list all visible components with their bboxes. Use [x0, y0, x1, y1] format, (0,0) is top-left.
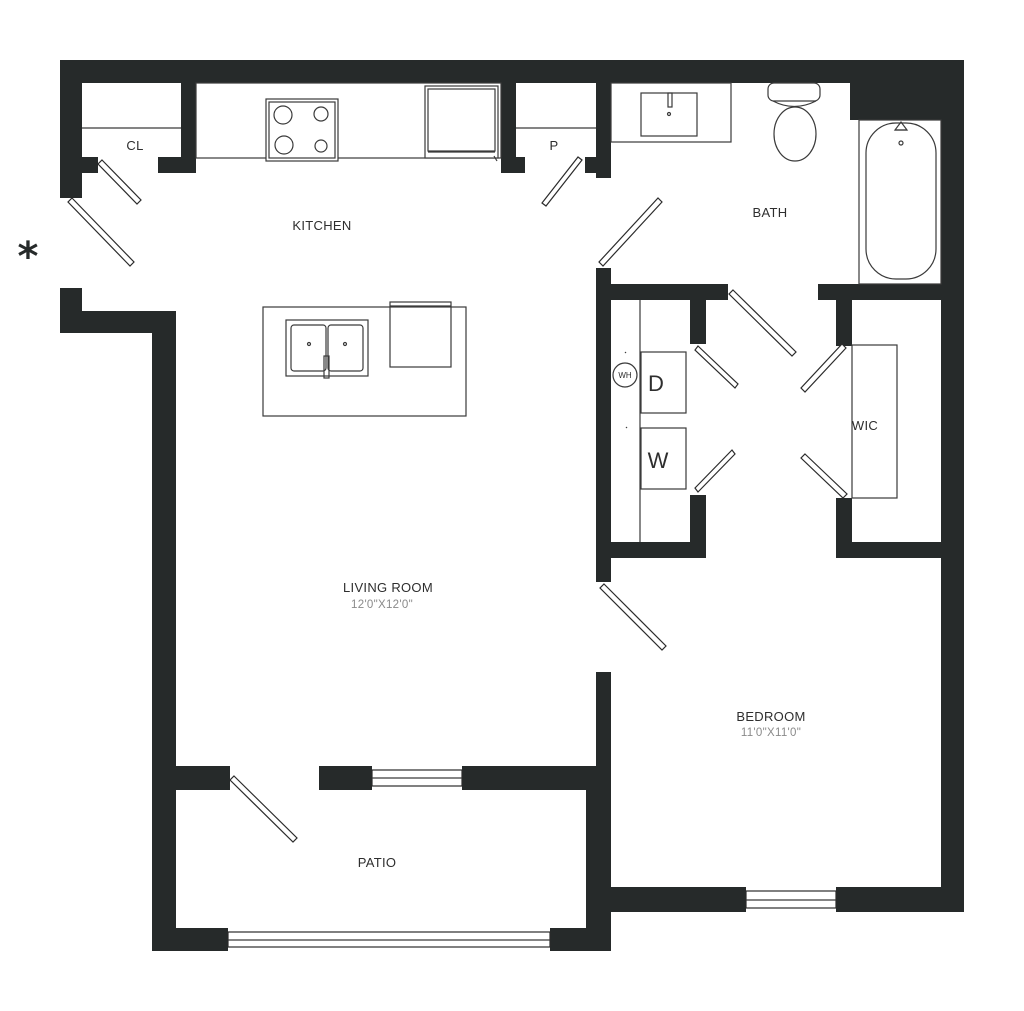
wall-bedroom-bottom-right — [836, 887, 964, 912]
windows — [227, 769, 837, 948]
wall-pantry-left — [501, 60, 516, 173]
bath-label: BATH — [753, 205, 788, 220]
wall-living-west — [152, 311, 176, 951]
wall-left-upper — [60, 60, 82, 198]
wic-label: WIC — [852, 418, 878, 433]
bedroom-label: BEDROOM — [736, 709, 805, 724]
room-labels: CL P KITCHEN BATH WIC LIVING ROOM 12'0"X… — [126, 138, 878, 870]
washer-label: W — [648, 448, 669, 473]
wall-pantry-bottom-left — [501, 157, 525, 173]
vanity-sink-icon — [610, 82, 732, 143]
wall-bath-west — [596, 268, 611, 582]
bathtub-icon — [858, 119, 942, 285]
living-room-dimensions: 12'0"X12'0" — [351, 599, 413, 611]
kitchen-counter — [195, 82, 502, 159]
wall-patio-top-mid — [319, 766, 372, 790]
entry-marker-icon: * — [18, 234, 39, 280]
door-bath — [598, 197, 663, 267]
wall-patio-top-left — [152, 766, 230, 790]
door-wic-lower — [800, 453, 848, 499]
wall-right — [941, 60, 964, 912]
wall-bath-bottom-left — [596, 284, 728, 300]
wall-laundry-bottom-jamb — [690, 495, 706, 557]
refrigerator-icon — [424, 85, 499, 162]
door-closet — [97, 159, 142, 205]
door-laundry-lower — [694, 449, 736, 493]
wall-closet-right — [181, 60, 196, 173]
wall-patio-bottom-right — [550, 928, 611, 951]
wall-laundry-top-jamb — [690, 284, 706, 344]
wall-closet-bottom-left — [60, 157, 98, 173]
door-patio — [229, 775, 298, 843]
dryer-label: D — [648, 371, 664, 396]
wall-wic-bottom — [836, 542, 964, 558]
water-heater-icon — [612, 362, 638, 388]
walls — [60, 60, 964, 951]
bedroom-dimensions: 11'0"X11'0" — [741, 727, 801, 739]
wic-shelf — [851, 344, 898, 499]
wall-wic-top-jamb — [836, 284, 852, 346]
toilet-icon — [767, 82, 821, 162]
washer-icon — [640, 427, 687, 490]
wall-laundry-bottom — [596, 542, 706, 558]
door-bath-hall — [728, 289, 797, 357]
door-bedroom — [599, 583, 667, 651]
wall-pantry-right — [596, 60, 611, 178]
water-heater-label: WH — [618, 371, 632, 380]
wall-patio-east — [586, 766, 611, 951]
kitchen-label: KITCHEN — [292, 218, 351, 233]
door-entry — [67, 197, 135, 267]
dishwasher-icon — [389, 301, 452, 368]
wall-left-return — [60, 311, 176, 333]
door-pantry — [541, 156, 583, 207]
closet-label: CL — [126, 138, 143, 153]
wall-bedroom-bottom-left — [596, 887, 746, 912]
living-room-label: LIVING ROOM — [343, 580, 433, 595]
wall-patio-bottom-left — [152, 928, 228, 951]
fixtures: WH D W — [82, 82, 942, 542]
stove-icon — [265, 98, 339, 162]
door-laundry-upper — [694, 345, 739, 389]
wall-bath-bottom-right — [818, 284, 964, 300]
doors — [67, 156, 848, 843]
pantry-label: P — [550, 138, 559, 153]
patio-label: PATIO — [358, 855, 397, 870]
wall-closet-bottom-right — [158, 157, 196, 173]
kitchen-island — [262, 306, 467, 417]
dryer-icon — [640, 351, 687, 414]
sink-icon — [285, 319, 369, 379]
door-wic-upper — [800, 343, 847, 393]
wall-pantry-bottom-right — [585, 157, 611, 173]
